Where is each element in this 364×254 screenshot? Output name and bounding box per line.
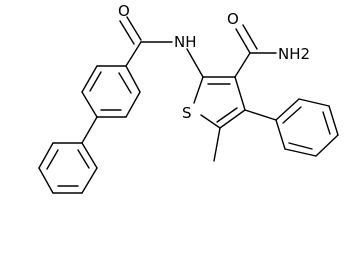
bond-amide-co-2 bbox=[119, 20, 135, 45]
carboxamide-oxygen-label: O bbox=[227, 10, 239, 28]
bond-carboxamide-co-1 bbox=[235, 28, 251, 54]
bond-phenyl-1-inner bbox=[282, 106, 302, 124]
bond-biaryl bbox=[81, 116, 98, 144]
amide-oxygen-label: O bbox=[118, 2, 130, 20]
bond-phenyl-3 bbox=[328, 105, 339, 136]
bond-thiophene-s-c2 bbox=[193, 76, 204, 104]
bond-ring-a-1 bbox=[125, 65, 141, 93]
bond-co-ring bbox=[125, 41, 142, 67]
bond-methyl bbox=[213, 127, 221, 162]
bond-carboxamide-co-2 bbox=[242, 24, 258, 50]
amide-nh-label: NH bbox=[174, 33, 197, 51]
bond-thiophene-c4-c5 bbox=[219, 109, 246, 129]
bond-phenyl-1 bbox=[275, 98, 300, 121]
thiophene-sulfur-label: S bbox=[182, 104, 192, 122]
bond-phenyl-5-inner bbox=[288, 142, 313, 150]
bond-thiophene-c4-c5-inner bbox=[216, 107, 238, 123]
carboxamide-nh2-label: NH2 bbox=[278, 45, 310, 63]
bond-c4-phenyl bbox=[244, 109, 277, 121]
bond-ring-b-6 bbox=[81, 142, 98, 169]
bond-ring-a-4 bbox=[81, 91, 98, 118]
bond-c3-carboxamide bbox=[234, 52, 251, 78]
bond-thiophene-c3-c4 bbox=[234, 76, 246, 111]
bond-nh-thiophene bbox=[186, 48, 204, 78]
bond-phenyl-2 bbox=[298, 98, 330, 107]
bond-ring-a-1-inner bbox=[118, 72, 132, 94]
bond-ring-a-5-inner bbox=[89, 71, 102, 92]
bonds bbox=[38, 16, 339, 194]
bond-ring-b-6-inner bbox=[77, 149, 90, 169]
bond-ring-b-2-inner bbox=[46, 149, 59, 170]
bond-amide-co-1 bbox=[126, 16, 142, 41]
bond-ring-a-5 bbox=[81, 65, 98, 93]
bond-phenyl-6 bbox=[275, 119, 286, 150]
bond-ring-a-2 bbox=[125, 91, 141, 118]
bond-ring-b-3 bbox=[38, 167, 54, 194]
bond-phenyl-4 bbox=[315, 134, 339, 157]
bond-ring-b-2 bbox=[38, 142, 54, 169]
bond-phenyl-3-inner bbox=[322, 111, 331, 135]
bond-phenyl-5 bbox=[284, 148, 317, 157]
bond-ring-b-5 bbox=[81, 167, 98, 194]
bond-thiophene-c5-s bbox=[200, 114, 221, 129]
atom-labels: O NH O NH2 S bbox=[118, 2, 310, 122]
